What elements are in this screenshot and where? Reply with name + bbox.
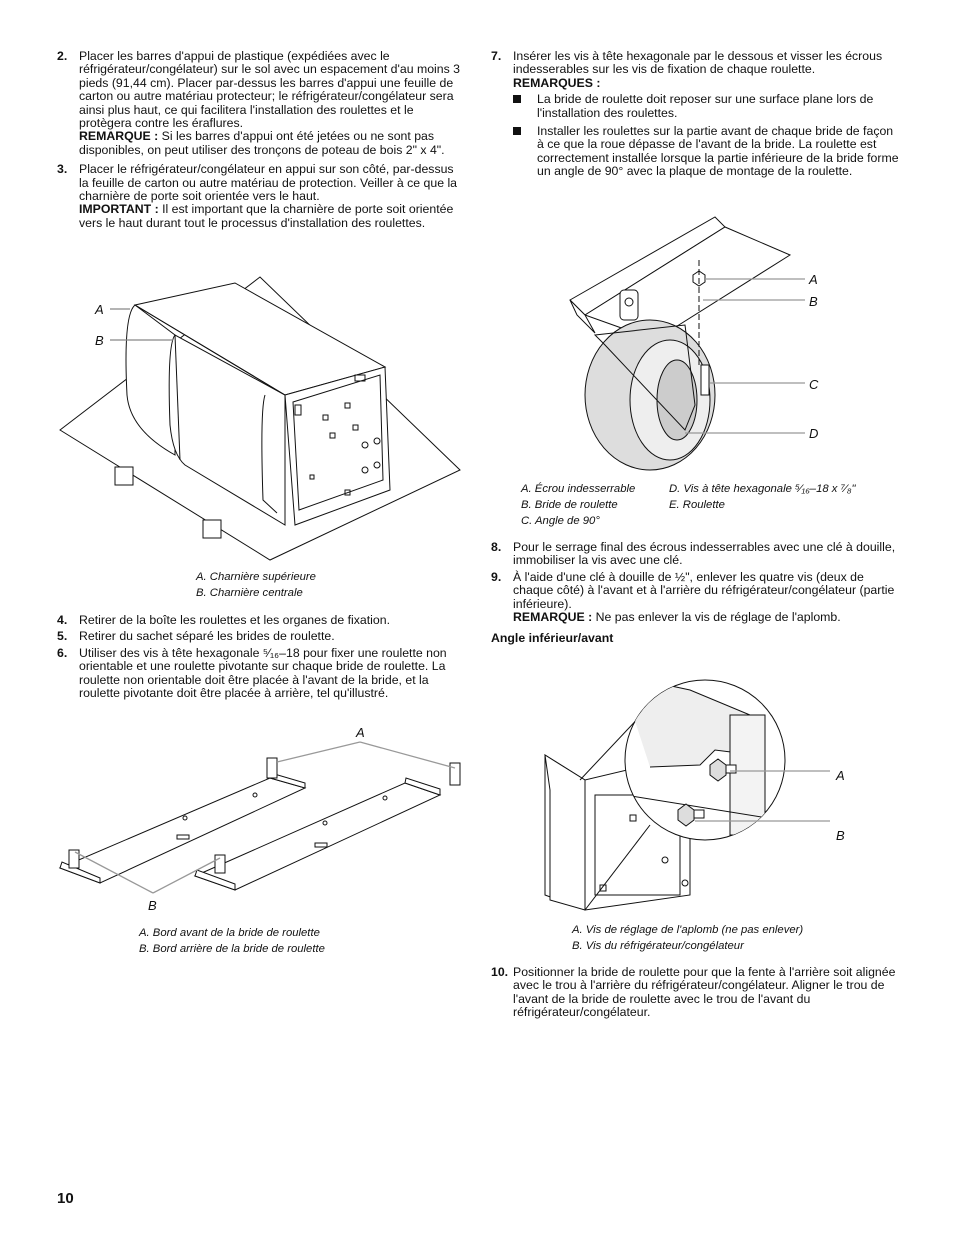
- bullet-square: [513, 95, 521, 104]
- step-text: Insérer les vis à tête hexagonale par le…: [513, 49, 883, 77]
- step-text: Placer le réfrigérateur/congélateur en a…: [79, 162, 458, 204]
- step-note: IMPORTANT : Il est important que la char…: [79, 203, 462, 230]
- fig3-caption-left: A. Écrou indesserrable B. Bride de roule…: [521, 481, 671, 529]
- step-9: 9. À l'aide d'une clé à douille de ½", e…: [491, 569, 903, 625]
- step-number: 10.: [491, 965, 509, 979]
- fig2-label-b: B: [148, 898, 157, 913]
- step-6: 6. Utiliser des vis à tête hexagonale ⁵⁄…: [57, 645, 462, 701]
- fig4-caption: A. Vis de réglage de l'aplomb (ne pas en…: [572, 922, 803, 954]
- step-number: 4.: [57, 613, 68, 627]
- caption-a: A. Bord avant de la bride de roulette: [139, 927, 320, 939]
- note-label: REMARQUE :: [79, 129, 159, 144]
- step-text: Placer les barres d'appui de plastique (…: [79, 49, 461, 131]
- step-number: 8.: [491, 540, 502, 554]
- section-heading: Angle inférieur/avant: [491, 631, 614, 646]
- step-number: 5.: [57, 629, 68, 644]
- fig1-label-b: B: [95, 333, 104, 348]
- caster-wheel-illustration: [569, 216, 805, 471]
- step-text: À l'aide d'une clé à douille de ½", enle…: [513, 569, 895, 611]
- right-column-lower: 10. Positionner la bride de roulette pou…: [491, 965, 903, 1023]
- bottom-corner-illustration: [544, 679, 830, 911]
- note-text: Ne pas enlever la vis de réglage de l'ap…: [592, 610, 841, 625]
- step-2: 2. Placer les barres d'appui de plastiqu…: [57, 49, 462, 157]
- fig3-label-c: C: [809, 377, 819, 392]
- fig4-label-b: B: [836, 828, 845, 843]
- note-label: IMPORTANT :: [79, 202, 159, 217]
- note-label: REMARQUE :: [513, 610, 593, 625]
- fig2-caption: A. Bord avant de la bride de roulette B.…: [139, 925, 325, 957]
- left-column-lower: 4. Retirer de la boîte les roulettes et …: [57, 613, 462, 703]
- step-note: REMARQUE : Si les barres d'appui ont été…: [79, 130, 462, 157]
- bullet-item: Installer les roulettes sur la partie av…: [513, 124, 903, 179]
- page-number: 10: [57, 1190, 74, 1207]
- caption-b: B. Bord arrière de la bride de roulette: [139, 943, 325, 955]
- right-column-mid: 8. Pour le serrage final des écrous inde…: [491, 540, 903, 646]
- caption-b: B. Vis du réfrigérateur/congélateur: [572, 940, 744, 952]
- left-column: 2. Placer les barres d'appui de plastiqu…: [57, 49, 462, 233]
- caption-a: A. Charnière supérieure: [196, 571, 316, 583]
- step-number: 9.: [491, 569, 502, 584]
- step-text: Retirer de la boîte les roulettes et les…: [79, 613, 391, 627]
- fig1-label-a: A: [95, 302, 104, 317]
- bullet-square: [513, 127, 521, 136]
- caption-b: B. Charnière centrale: [196, 587, 303, 599]
- right-column: 7. Insérer les vis à tête hexagonale par…: [491, 49, 903, 184]
- step-8: 8. Pour le serrage final des écrous inde…: [491, 540, 903, 568]
- fig2-label-a: A: [356, 725, 365, 740]
- step-note: REMARQUE : Ne pas enlever la vis de régl…: [513, 610, 903, 625]
- fig3-caption-right: D. Vis à tête hexagonale ⁵⁄₁₆–18 x ⁷⁄₈" …: [669, 481, 899, 513]
- note-text: Si les barres d'appui ont été jetées ou …: [79, 129, 445, 157]
- step-number: 6.: [57, 645, 68, 660]
- step-text: Pour le serrage final des écrous indesse…: [513, 540, 896, 568]
- caption-a: A. Vis de réglage de l'aplomb (ne pas en…: [572, 924, 804, 936]
- step-text: Retirer du sachet séparé les brides de r…: [79, 629, 335, 644]
- step-text: Utiliser des vis à tête hexagonale ⁵⁄₁₆–…: [79, 645, 447, 701]
- step-3: 3. Placer le réfrigérateur/congélateur e…: [57, 162, 462, 230]
- caption-d: D. Vis à tête hexagonale ⁵⁄₁₆–18 x ⁷⁄₈": [669, 483, 856, 495]
- fig3-label-b: B: [809, 294, 818, 309]
- caption-b: B. Bride de roulette: [521, 499, 618, 511]
- fig4-label-a: A: [836, 768, 845, 783]
- bullet-item: La bride de roulette doit reposer sur un…: [513, 92, 903, 120]
- step-4: 4. Retirer de la boîte les roulettes et …: [57, 613, 462, 627]
- caption-e: E. Roulette: [669, 499, 725, 511]
- remarks-label: REMARQUES :: [513, 75, 601, 90]
- step-5: 5. Retirer du sachet séparé les brides d…: [57, 629, 462, 644]
- caption-c: C. Angle de 90°: [521, 515, 600, 527]
- fig3-label-d: D: [809, 426, 819, 441]
- caster-brackets-illustration: [58, 741, 461, 894]
- step-7: 7. Insérer les vis à tête hexagonale par…: [491, 49, 903, 179]
- fig3-label-a: A: [809, 272, 818, 287]
- step-10: 10. Positionner la bride de roulette pou…: [491, 965, 903, 1020]
- step-text: Positionner la bride de roulette pour qu…: [513, 965, 896, 1020]
- step-number: 3.: [57, 162, 68, 177]
- note-text: Il est important que la charnière de por…: [79, 202, 454, 230]
- fig1-caption: A. Charnière supérieure B. Charnière cen…: [196, 569, 316, 601]
- caption-a: A. Écrou indesserrable: [521, 483, 636, 495]
- step-number: 7.: [491, 49, 502, 63]
- step-number: 2.: [57, 49, 68, 63]
- fridge-on-side-illustration: [59, 276, 461, 561]
